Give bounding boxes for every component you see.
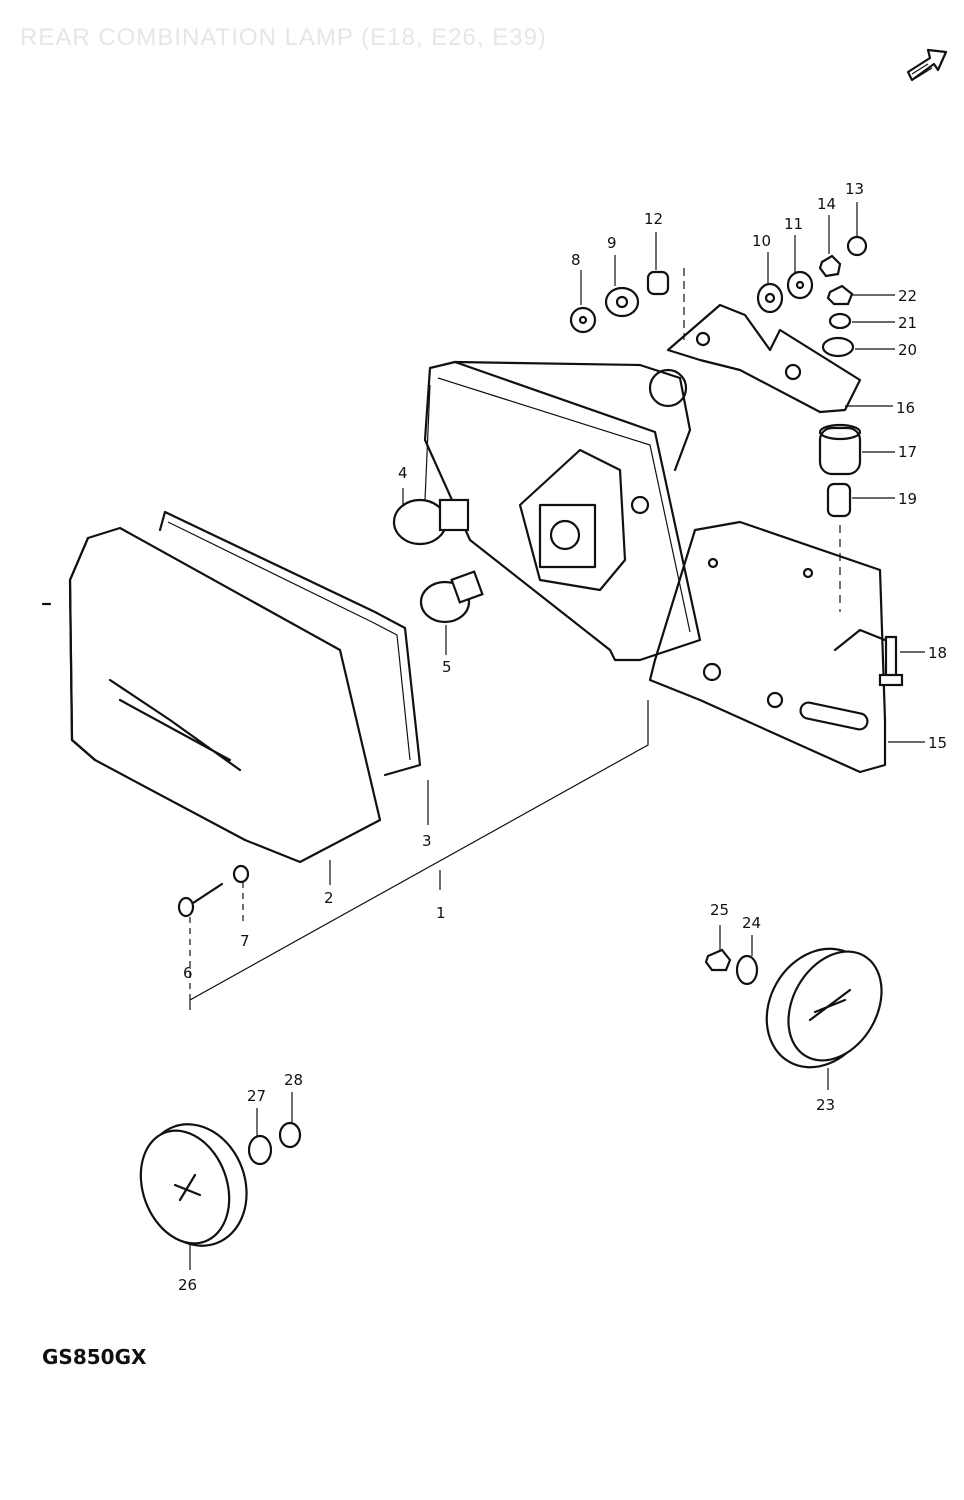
part-label-17: 17 xyxy=(898,443,917,461)
cushion-17 xyxy=(818,423,862,476)
part-label-20: 20 xyxy=(898,341,917,359)
part-labels: 1 2 3 4 5 6 7 8 9 10 11 12 13 14 15 16 1… xyxy=(178,180,947,1294)
reflector-26 xyxy=(139,1123,248,1247)
part-label-15: 15 xyxy=(928,734,947,752)
tail-lamp-lens xyxy=(68,526,382,864)
part-label-6: 6 xyxy=(183,964,193,982)
grommet-9 xyxy=(604,286,640,318)
part-label-1: 1 xyxy=(436,904,446,922)
washer-7 xyxy=(232,864,250,884)
bulb-5 xyxy=(419,570,484,624)
part-label-26: 26 xyxy=(178,1276,197,1294)
nut-28 xyxy=(278,1121,302,1149)
upper-bracket xyxy=(666,303,862,414)
washer-8 xyxy=(569,306,597,334)
lamp-housing xyxy=(423,360,702,662)
washer-24 xyxy=(735,954,759,986)
part-label-23: 23 xyxy=(816,1096,835,1114)
collar-12 xyxy=(646,270,670,296)
mounting-bracket xyxy=(648,520,887,774)
grommet-10 xyxy=(756,282,784,314)
reflector-23 xyxy=(765,947,883,1069)
bulb-4 xyxy=(392,384,470,546)
part-label-8: 8 xyxy=(571,251,581,269)
part-label-21: 21 xyxy=(898,314,917,332)
part-label-19: 19 xyxy=(898,490,917,508)
part-label-27: 27 xyxy=(247,1087,266,1105)
leader-lines xyxy=(41,202,925,1270)
nut-25 xyxy=(704,948,732,972)
part-label-28: 28 xyxy=(284,1071,303,1089)
front-direction-arrow-icon xyxy=(906,48,948,82)
part-label-22: 22 xyxy=(898,287,917,305)
part-label-25: 25 xyxy=(710,901,729,919)
nut-22 xyxy=(826,284,854,306)
model-code: GS850GX xyxy=(42,1345,147,1369)
part-label-18: 18 xyxy=(928,644,947,662)
part-label-13: 13 xyxy=(845,180,864,198)
part-label-3: 3 xyxy=(422,832,432,850)
spacer-19 xyxy=(826,482,852,518)
part-label-7: 7 xyxy=(240,932,250,950)
part-label-4: 4 xyxy=(398,464,408,482)
gasket xyxy=(158,510,422,777)
washer-11 xyxy=(786,270,814,300)
diagram-title: REAR COMBINATION LAMP (E18, E26, E39) xyxy=(20,24,547,51)
nut-14 xyxy=(818,254,842,278)
part-label-14: 14 xyxy=(817,195,836,213)
cap-nut-13 xyxy=(846,235,868,257)
part-label-16: 16 xyxy=(896,399,915,417)
part-label-2: 2 xyxy=(324,889,334,907)
bolt-18 xyxy=(878,635,904,687)
part-label-5: 5 xyxy=(442,658,452,676)
part-label-9: 9 xyxy=(607,234,617,252)
part-label-11: 11 xyxy=(784,215,803,233)
washer-27 xyxy=(247,1134,273,1166)
part-label-12: 12 xyxy=(644,210,663,228)
washer-21 xyxy=(828,312,852,330)
washer-20 xyxy=(821,336,855,358)
screw-6 xyxy=(177,882,224,918)
part-label-24: 24 xyxy=(742,914,761,932)
part-label-10: 10 xyxy=(752,232,771,250)
